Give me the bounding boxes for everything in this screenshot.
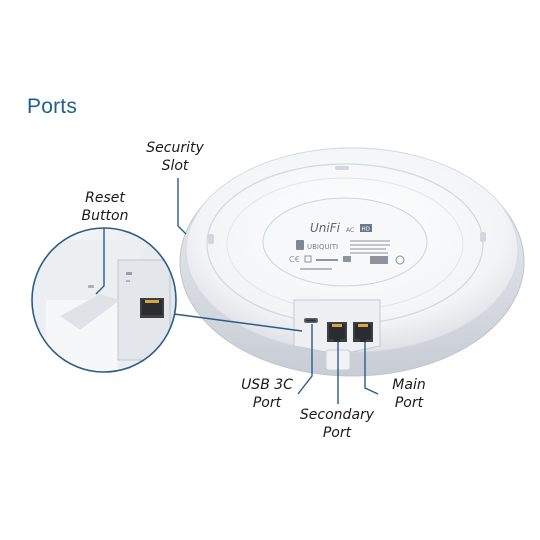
- main-port-label: Main Port: [372, 376, 446, 412]
- usb-port-label: USB 3C Port: [232, 376, 302, 412]
- reset-button-zoom: [31, 227, 177, 373]
- unifi-logo: UniFi AC HD: [310, 221, 372, 235]
- reset-button-label: Reset Button: [70, 189, 140, 225]
- reset-button-label-line2: Button: [81, 208, 129, 224]
- usb-port-label-line2: Port: [252, 395, 282, 411]
- svg-text:C€: C€: [289, 255, 300, 264]
- secondary-port-label-line2: Port: [322, 425, 352, 441]
- svg-text:UBIQUITI: UBIQUITI: [307, 243, 338, 251]
- access-point-body: [179, 147, 525, 377]
- main-port-label-line1: Main: [392, 377, 426, 393]
- secondary-port-label-line1: Secondary: [299, 407, 375, 423]
- page-title: Ports: [27, 95, 78, 118]
- svg-text:HD: HD: [362, 227, 370, 233]
- usb-c-port: [304, 318, 318, 323]
- security-slot-label-line1: Security: [146, 140, 204, 156]
- certification-marks: C€: [289, 255, 405, 270]
- ubiquiti-logo: UBIQUITI: [296, 240, 390, 254]
- callout-lines: [95, 178, 379, 404]
- mounting-slots: [208, 166, 486, 244]
- security-slot-label-line2: Slot: [161, 158, 189, 174]
- reset-button-label-line1: Reset: [85, 190, 125, 206]
- svg-text:AC: AC: [346, 227, 354, 234]
- secondary-ethernet-port: [327, 322, 347, 342]
- usb-port-label-line1: USB 3C: [241, 377, 293, 393]
- main-ethernet-port: [353, 322, 373, 342]
- security-slot-label: Security Slot: [140, 139, 210, 175]
- svg-text:UniFi: UniFi: [310, 221, 341, 235]
- secondary-port-label: Secondary Port: [296, 406, 378, 442]
- main-port-label-line2: Port: [394, 395, 424, 411]
